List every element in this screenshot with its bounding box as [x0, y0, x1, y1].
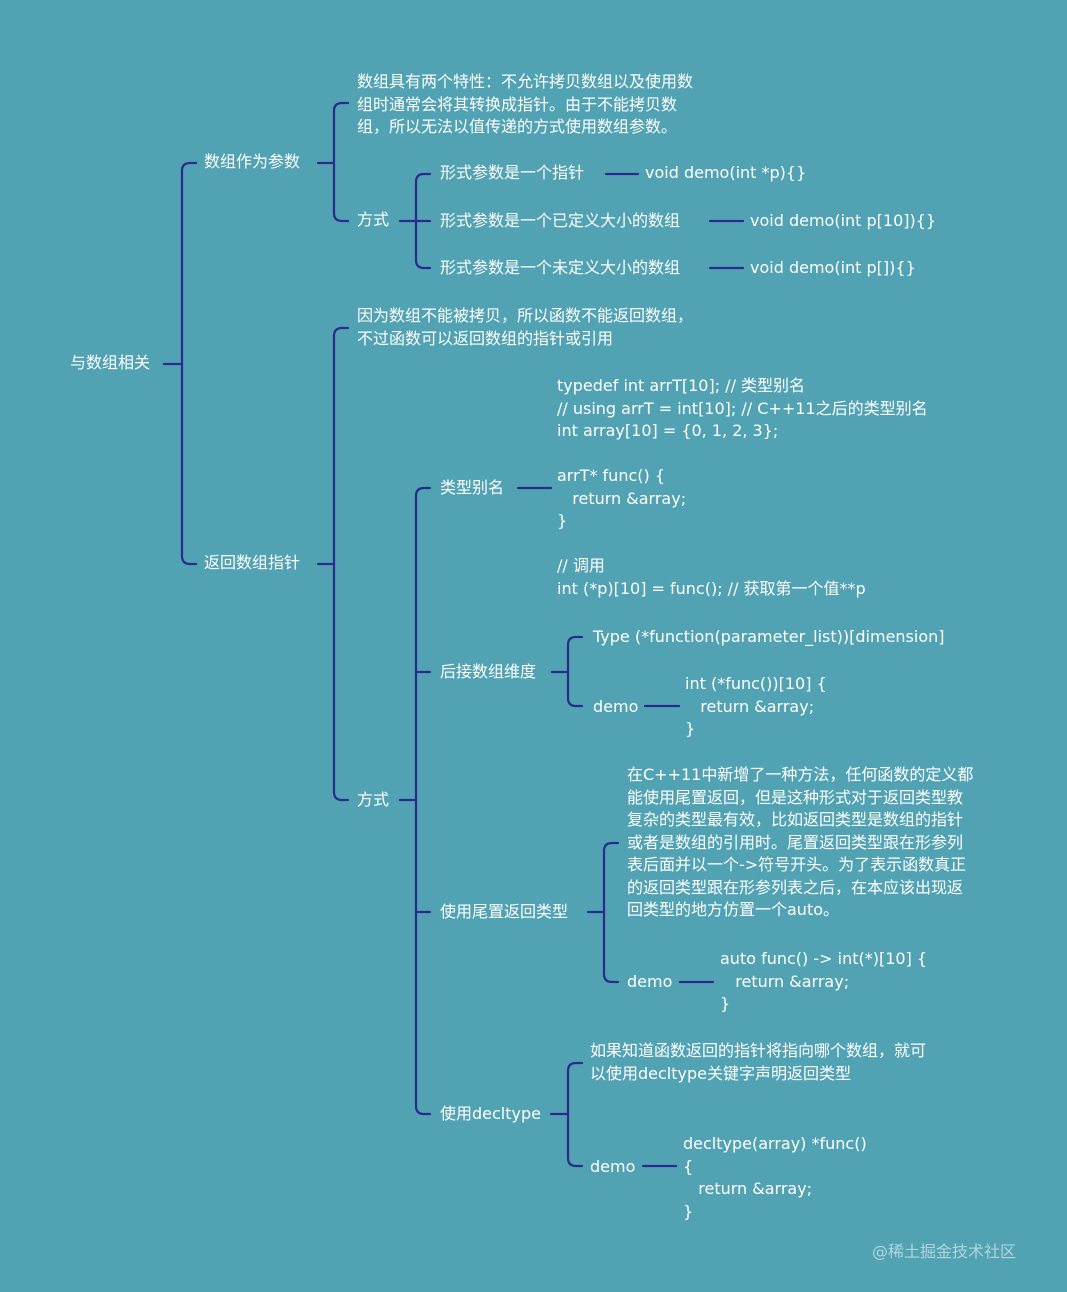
param-method-pointer-code: void demo(int *p){} — [645, 163, 807, 182]
decltype-node: 使用decltype — [440, 1104, 541, 1123]
dimension-demo-label: demo — [593, 697, 639, 716]
trailing-note: 在C++11中新增了一种方法，任何函数的定义都 能使用尾置返回，但是这种形式对于… — [627, 765, 974, 919]
dimension-bracket — [566, 635, 584, 708]
param-method-sized-array-code: void demo(int p[10]){} — [750, 211, 937, 230]
root-bracket — [180, 161, 198, 566]
decltype-demo-label: demo — [590, 1157, 636, 1176]
param-method-node: 方式 — [357, 210, 390, 229]
param-method-sized-array: 形式参数是一个已定义大小的数组 — [440, 211, 681, 230]
dimension-syntax: Type (*function(parameter_list))[dimensi… — [593, 627, 945, 646]
dimension-node: 后接数组维度 — [440, 662, 537, 681]
param-note: 数组具有两个特性：不允许拷贝数组以及使用数 组时通常会将其转换成指针。由于不能拷… — [357, 72, 694, 136]
ret-method-bracket — [414, 486, 432, 1116]
trailing-node: 使用尾置返回类型 — [440, 902, 569, 921]
decltype-demo-code: decltype(array) *func() { return &array;… — [683, 1134, 867, 1221]
param-method-unsized-array-code: void demo(int p[]){} — [750, 258, 916, 277]
watermark: @稀土掘金技术社区 — [872, 1242, 1017, 1261]
decltype-note: 如果知道函数返回的指针将指向哪个数组，就可 以使用decltype关键字声明返回… — [590, 1041, 927, 1083]
dimension-demo-code: int (*func())[10] { return &array; } — [685, 674, 827, 738]
alias-node: 类型别名 — [440, 478, 505, 497]
trailing-demo-label: demo — [627, 972, 673, 991]
param-bracket — [332, 101, 350, 223]
trailing-demo-code: auto func() -> int(*)[10] { return &arra… — [720, 949, 928, 1013]
ret-method-node: 方式 — [357, 790, 390, 809]
param-method-unsized-array: 形式参数是一个未定义大小的数组 — [440, 258, 681, 277]
trailing-bracket — [602, 841, 620, 984]
param-method-pointer: 形式参数是一个指针 — [440, 163, 585, 182]
param-node: 数组作为参数 — [204, 152, 301, 171]
decltype-bracket — [566, 1061, 584, 1168]
root-node: 与数组相关 — [70, 353, 151, 372]
alias-code: typedef int arrT[10]; // 类型别名 // using a… — [557, 376, 928, 598]
ret-note: 因为数组不能被拷贝，所以函数不能返回数组， 不过函数可以返回数组的指针或引用 — [357, 306, 694, 348]
ret-node: 返回数组指针 — [204, 553, 301, 572]
ret-bracket — [332, 326, 350, 802]
